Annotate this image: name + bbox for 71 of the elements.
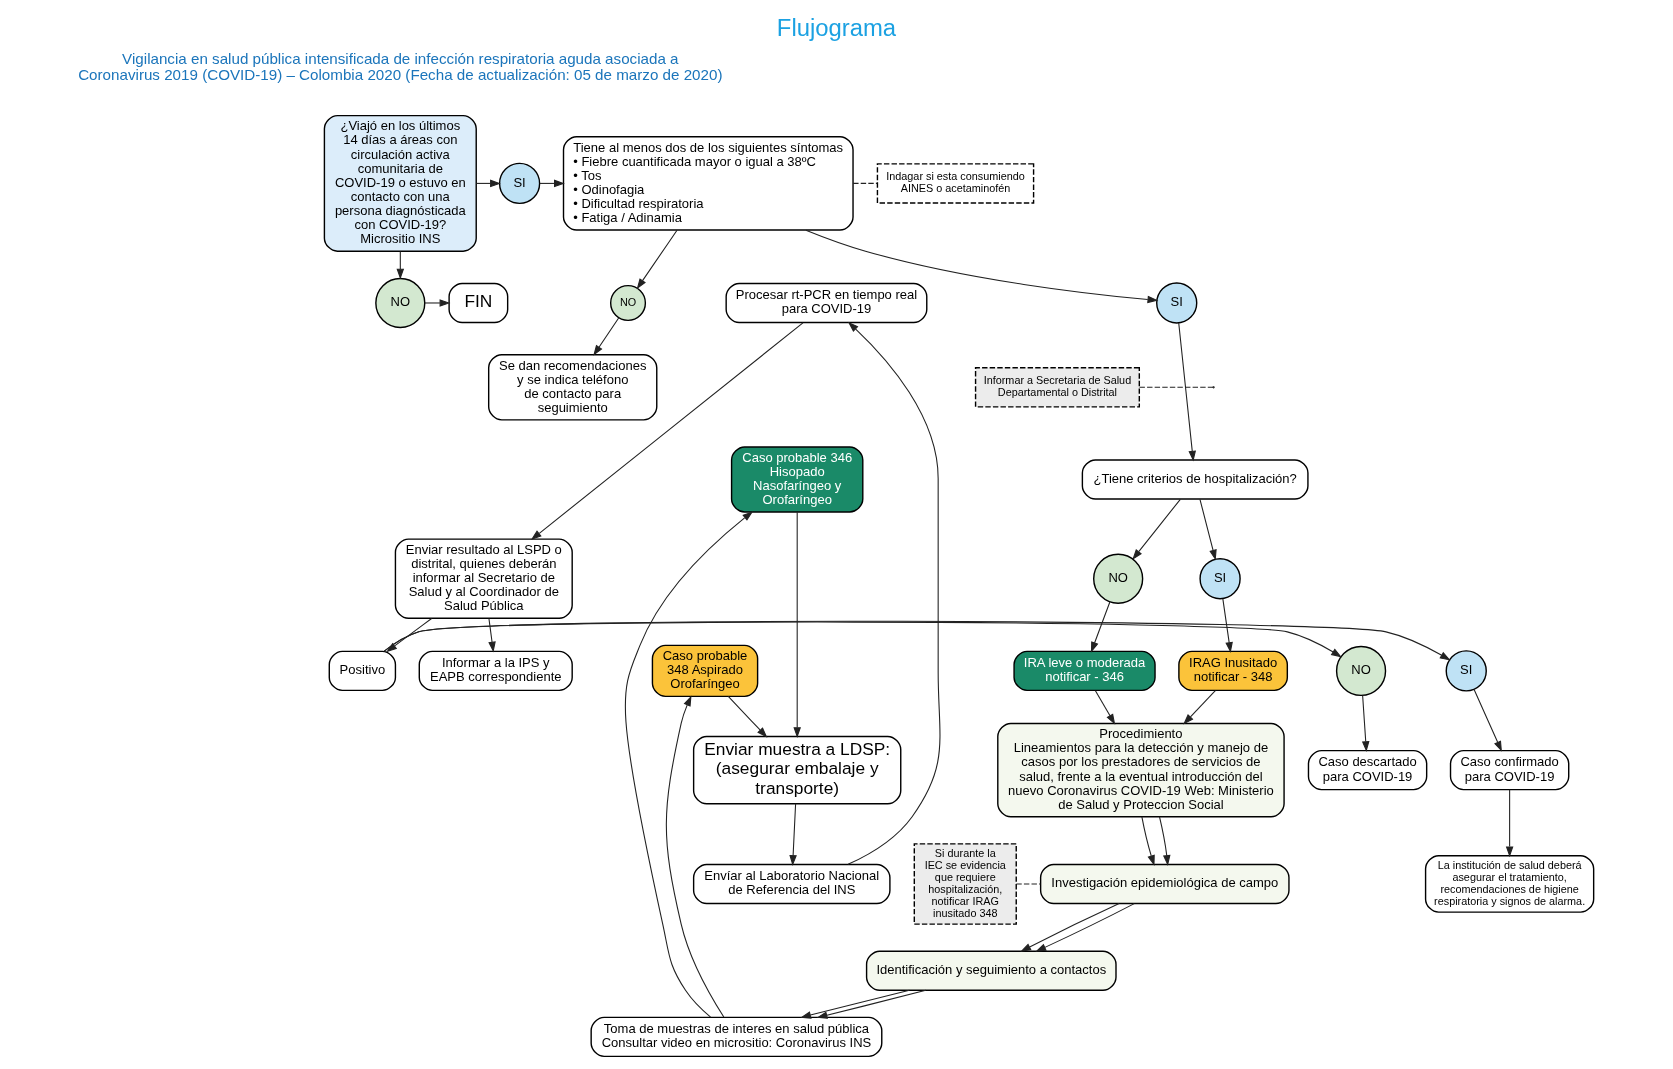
arrow [789, 803, 797, 866]
node-circle: NO [1093, 553, 1144, 604]
node-box: Tiene al menos dos de los siguientes síntomas • Fiebre cuantificada mayor o igual a 38ºC • Tos • Odinofagia • Dificultad respiratoria • Fatiga / Adinamia [562, 136, 854, 231]
node-box: Envíar al Laboratorio Nacional de Referencia del INS [692, 863, 891, 905]
arrow [1090, 601, 1111, 653]
node-circle: NO [375, 277, 426, 329]
node-box: Enviar muestra a LDSP: (asegurar embalaje y transporte) [692, 735, 902, 805]
node-box: Identificación y seguimiento a contactos [865, 950, 1117, 991]
node-box: IRA leve o moderada notificar - 346 [1013, 650, 1156, 692]
arrow [386, 617, 433, 653]
node-box: Si durante la IEC se evidencia que requiere hospitalización, notificar IRAG inusitado 348 [913, 843, 1017, 925]
arrow [1473, 689, 1502, 752]
arrow [1132, 498, 1181, 560]
node-box: La institución de salud deberá asegurar el tratamiento, recomendaciones de higiene respiratoria y signos de alarma. [1424, 855, 1595, 913]
arrow [383, 620, 1451, 661]
node-circle: SI [1156, 282, 1198, 324]
node-circle: NO [609, 284, 647, 322]
arrow [1141, 816, 1155, 866]
node-box: Caso probable 348 Aspirado Orofaríngeo [651, 644, 759, 698]
connector [1015, 883, 1041, 885]
arrow [1035, 903, 1135, 952]
arrow [488, 617, 496, 653]
label: Vigilancia en salud pública intensificada de infección respiratoria aguda asociada a Coronavirus 2019 (COVID-19) – Colombia 2020 (Fecha de actualización: 05 de marzo de 2020) [78, 49, 723, 84]
arrow [1094, 690, 1116, 725]
diagram-title: Flujograma [776, 14, 897, 42]
node-circle: NO [1335, 645, 1387, 697]
node-box: Caso descartado para COVID-19 [1307, 749, 1428, 791]
arrow [383, 621, 1342, 658]
node-box: FIN [448, 282, 509, 324]
arrow [396, 250, 405, 280]
arrow [793, 511, 801, 739]
node-circle: SI [1445, 650, 1487, 692]
arrow [1361, 695, 1370, 753]
node-box: Caso confirmado para COVID-19 [1449, 749, 1570, 791]
arrow [847, 321, 941, 865]
arrow [424, 299, 451, 307]
connector [1138, 386, 1214, 388]
arrow [624, 511, 754, 1018]
arrow [593, 317, 620, 356]
arrow [1199, 498, 1217, 561]
node-box: Informar a la IPS y EAPB correspondiente [418, 650, 573, 692]
arrow [530, 322, 804, 541]
arrow [1178, 322, 1197, 462]
arrow [665, 695, 725, 1018]
node-box: Caso probable 346 Hisopado Nasofaríngeo y Orofaríngeo [730, 446, 864, 513]
node-box: Investigación epidemiológica de campo [1039, 863, 1290, 905]
node-circle: SI [1199, 558, 1241, 600]
node-box: IRAG Inusitado notificar - 348 [1178, 650, 1289, 692]
arrow [475, 179, 501, 188]
node-box: Toma de muestras de interes en salud pública Consultar video en micrositio: Coronavirus INS [590, 1016, 883, 1058]
arrow [1183, 690, 1216, 725]
arrow [800, 989, 910, 1019]
arrow [1505, 789, 1514, 858]
node-circle: SI [498, 162, 541, 205]
node-box: Se dan recomendaciones y se indica teléfono de contacto para seguimiento [488, 354, 658, 421]
node-box: Positivo [328, 650, 397, 692]
connector [852, 182, 878, 184]
node-box: Procesar rt-PCR en tiempo real para COVID-19 [725, 282, 928, 324]
arrow [1020, 903, 1120, 952]
arrow [1222, 598, 1233, 653]
node-box: Indagar si esta consumiendo AINES o acetaminofén [876, 163, 1035, 204]
node-box: Procedimiento Lineamientos para la detección y manejo de casos por los prestadores de servicios de salud, frente a la eventual introducción del nuevo Coronavirus COVID-19 Web: Ministerio de Salud y Proteccion Social [997, 722, 1285, 818]
node-box: Enviar resultado al LSPD o distrital, quienes deberán informar al Secretario de Salud y al Coordinador de Salud Pública [394, 538, 573, 619]
arrow [636, 229, 678, 290]
arrow [1159, 816, 1171, 866]
arrow [816, 989, 927, 1019]
arrow [727, 695, 768, 738]
arrow [805, 229, 1159, 304]
node-box: ¿Tiene criterios de hospitalización? [1081, 459, 1309, 500]
node-box: Informar a Secretaria de Salud Departamental o Distrital [974, 367, 1140, 408]
node-box: ¿Viajó en los últimos 14 días a áreas con circulación activa comunitaria de COVID-19 o estuvo en contacto con una persona diagnósticada con COVID-19? Micrositio INS [323, 114, 477, 252]
